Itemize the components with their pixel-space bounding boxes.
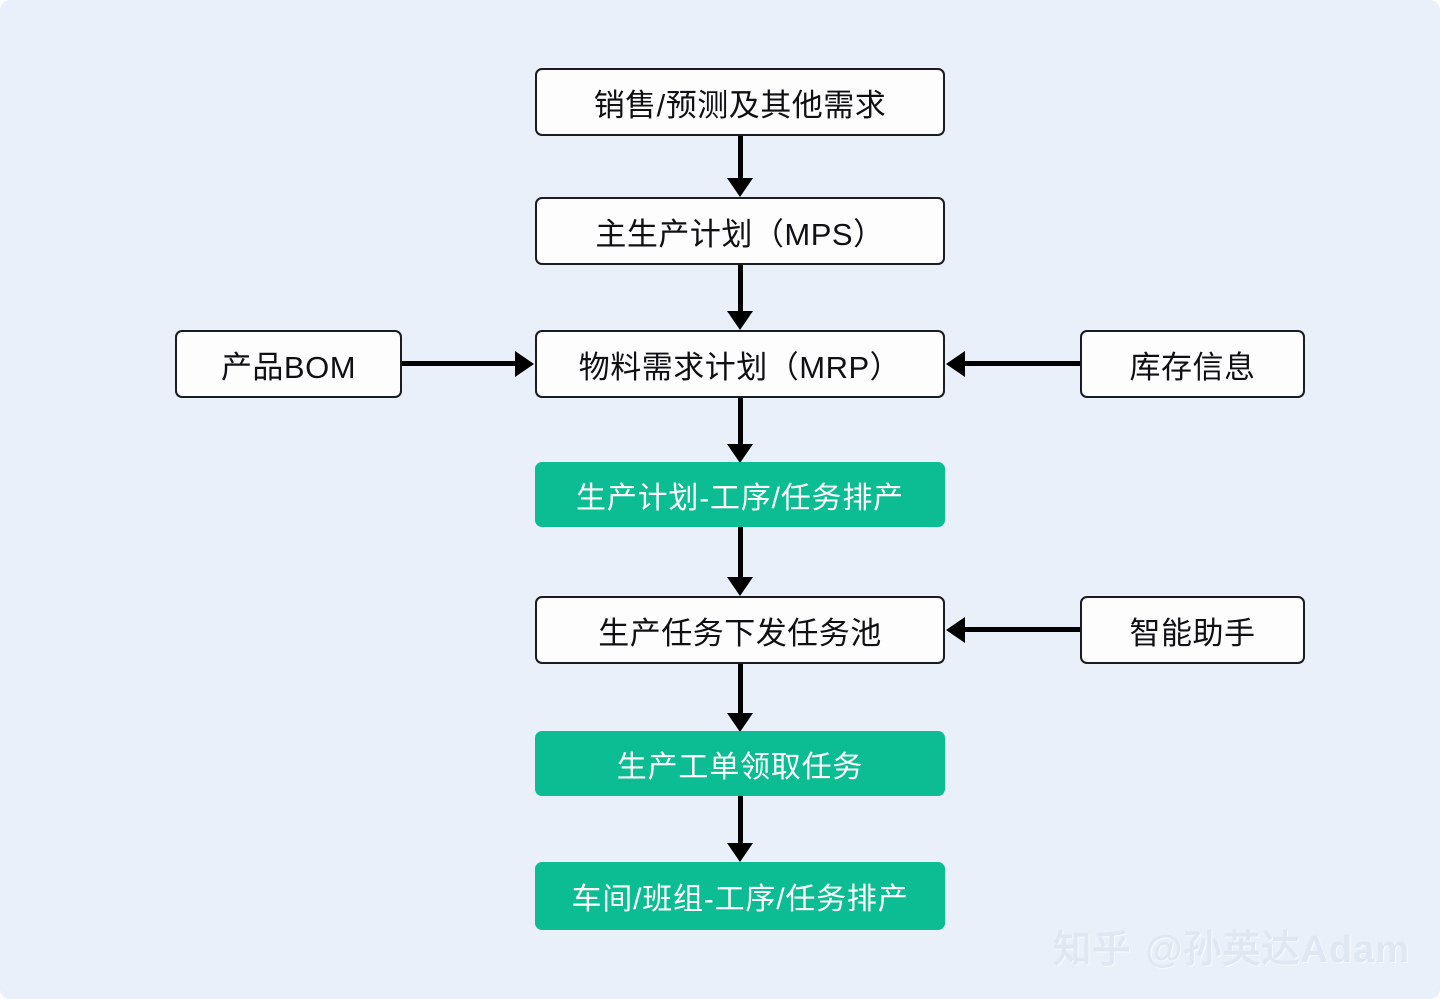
watermark-handle: @孙英达Adam bbox=[1145, 929, 1410, 971]
watermark: 知乎 @孙英达Adam bbox=[1053, 918, 1410, 973]
node-production-plan-scheduling[interactable]: 生产计划-工序/任务排产 bbox=[535, 462, 945, 527]
node-task-pool-dispatch[interactable]: 生产任务下发任务池 bbox=[535, 596, 945, 664]
node-demand[interactable]: 销售/预测及其他需求 bbox=[535, 68, 945, 136]
node-smart-assistant[interactable]: 智能助手 bbox=[1080, 596, 1305, 664]
node-work-order-claim-task[interactable]: 生产工单领取任务 bbox=[535, 731, 945, 796]
node-master-production-schedule[interactable]: 主生产计划（MPS） bbox=[535, 197, 945, 265]
watermark-site: 知乎 bbox=[1053, 929, 1132, 971]
node-inventory-info[interactable]: 库存信息 bbox=[1080, 330, 1305, 398]
node-product-bom[interactable]: 产品BOM bbox=[175, 330, 402, 398]
node-material-requirements-plan[interactable]: 物料需求计划（MRP） bbox=[535, 330, 945, 398]
node-workshop-team-scheduling[interactable]: 车间/班组-工序/任务排产 bbox=[535, 862, 945, 930]
